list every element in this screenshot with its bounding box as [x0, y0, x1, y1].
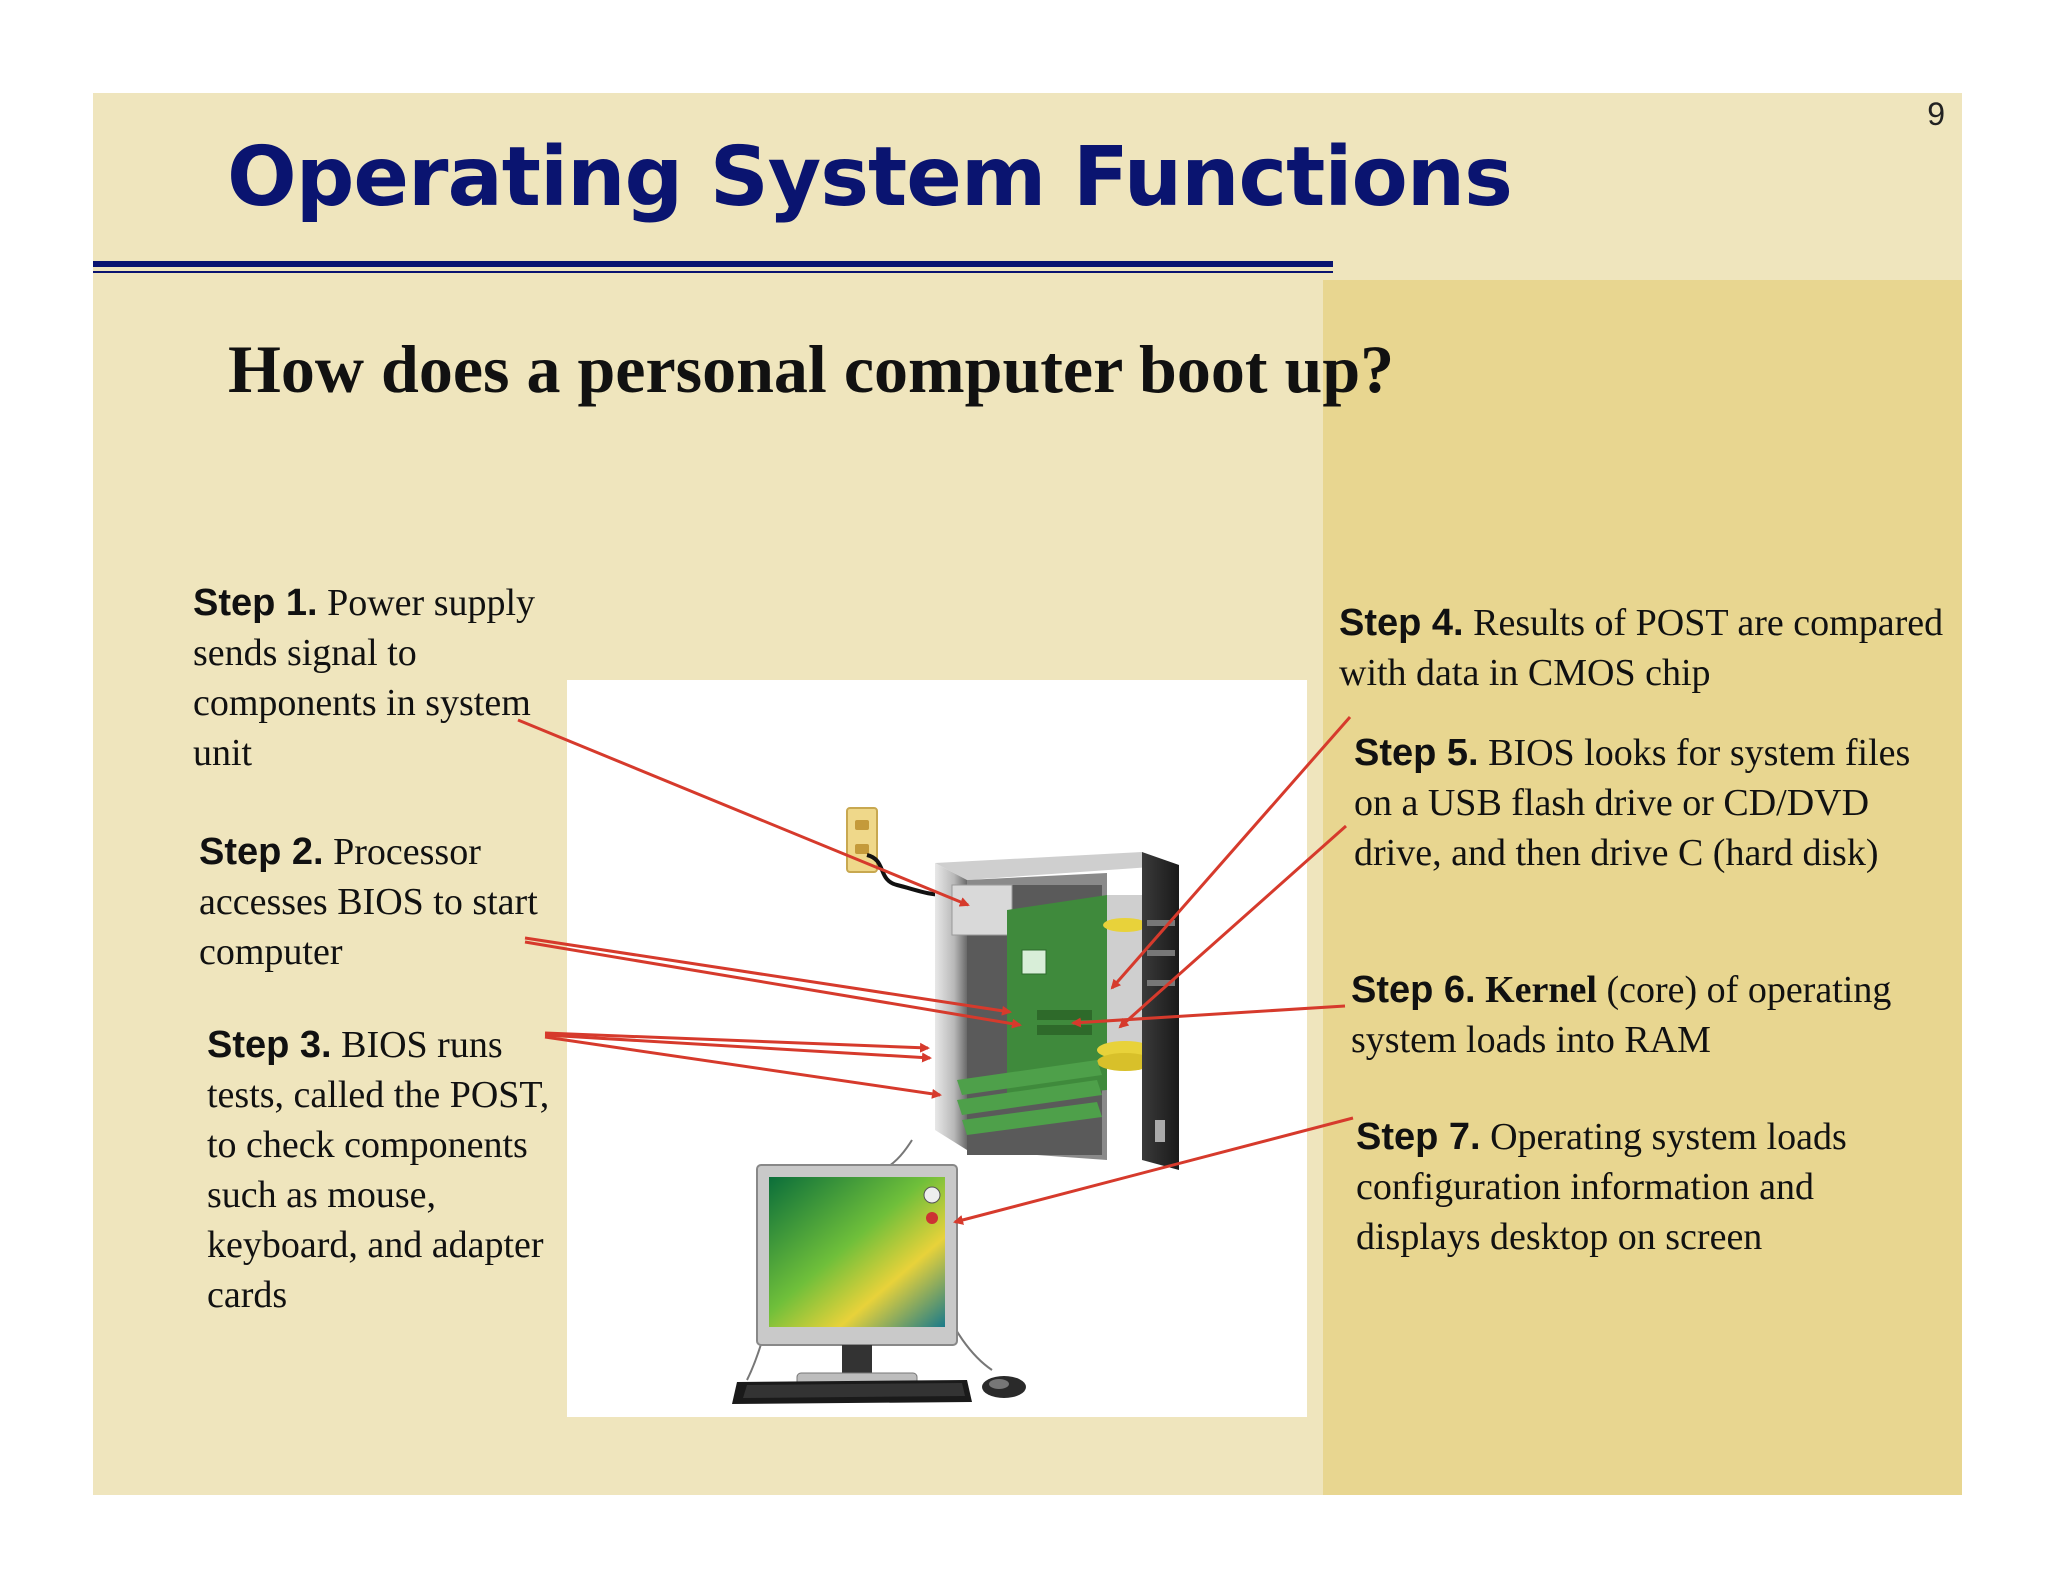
- step-6-label: Step 6.: [1351, 969, 1476, 1011]
- step-6-text: (core) of operating system loads into RA…: [1351, 969, 1892, 1061]
- wall-outlet-icon: [846, 807, 948, 897]
- step-6: Step 6. Kernel (core) of operating syste…: [1351, 965, 1951, 1065]
- mouse-icon: [982, 1376, 1026, 1398]
- title-rule: [93, 261, 1333, 267]
- step-3-text: BIOS runs tests, called the POST, to che…: [207, 1024, 550, 1316]
- step-5-text: BIOS looks for system files on a USB fla…: [1354, 732, 1911, 874]
- step-1: Step 1. Power supply sends signal to com…: [193, 578, 543, 778]
- step-2-text: Processor accesses BIOS to start compute…: [199, 831, 538, 973]
- slide-subtitle: How does a personal computer boot up?: [228, 331, 1395, 407]
- step-7-text: Operating system loads configuration inf…: [1356, 1116, 1847, 1258]
- step-1-label: Step 1.: [193, 582, 318, 624]
- step-5: Step 5. BIOS looks for system files on a…: [1354, 728, 1944, 878]
- step-6-emphasis: Kernel: [1485, 969, 1597, 1011]
- monitor-icon: [756, 1164, 958, 1388]
- slide-title: Operating System Functions: [227, 130, 1513, 225]
- step-2: Step 2. Processor accesses BIOS to start…: [199, 827, 539, 977]
- keyboard-icon: [732, 1380, 972, 1404]
- step-4-label: Step 4.: [1339, 602, 1464, 644]
- step-4: Step 4. Results of POST are compared wit…: [1339, 598, 1959, 698]
- step-4-text: Results of POST are compared with data i…: [1339, 602, 1944, 694]
- step-7-label: Step 7.: [1356, 1116, 1481, 1158]
- right-panel: [1323, 280, 1962, 1495]
- boot-illustration: [567, 680, 1307, 1417]
- step-2-label: Step 2.: [199, 831, 324, 873]
- page-number: 9: [1927, 96, 1945, 132]
- step-5-label: Step 5.: [1354, 732, 1479, 774]
- step-3: Step 3. BIOS runs tests, called the POST…: [207, 1020, 557, 1320]
- step-3-label: Step 3.: [207, 1024, 332, 1066]
- system-unit-tower-icon: [935, 852, 1179, 1170]
- step-1-text: Power supply sends signal to components …: [193, 582, 536, 774]
- step-7: Step 7. Operating system loads configura…: [1356, 1112, 1916, 1262]
- title-rule-thin: [93, 271, 1333, 273]
